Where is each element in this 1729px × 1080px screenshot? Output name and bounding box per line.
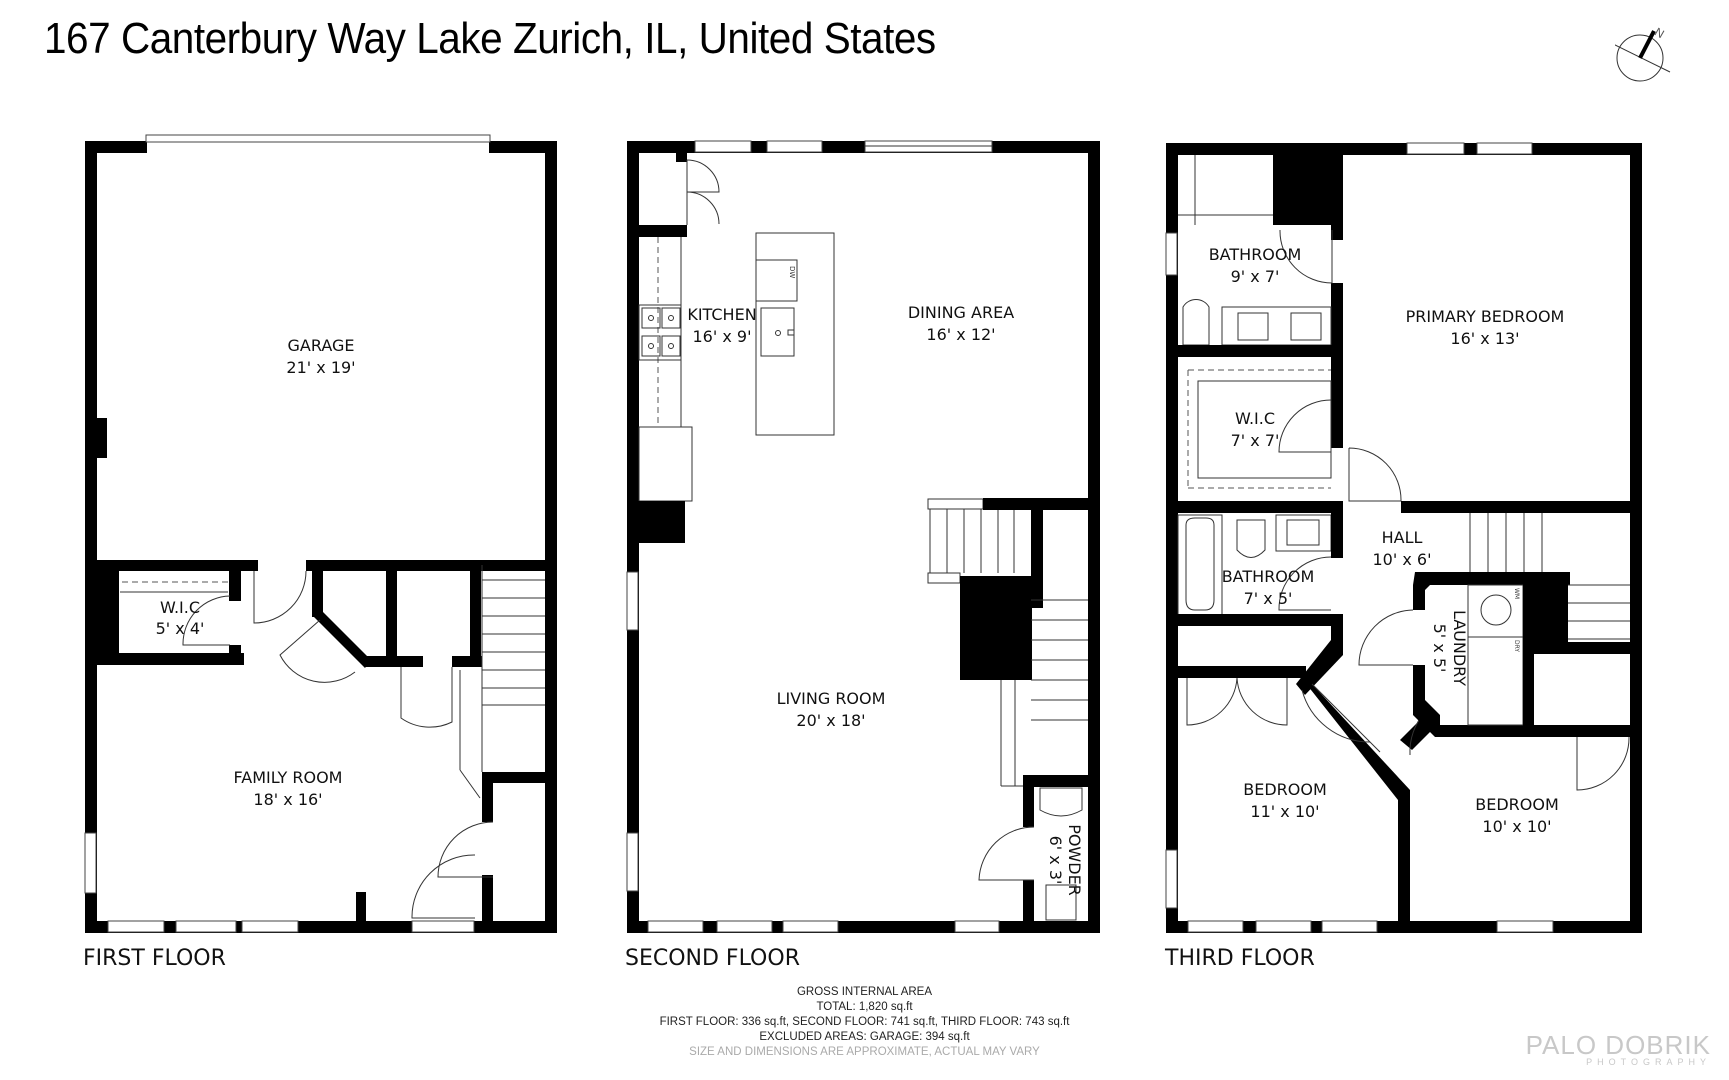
third-floor-plan: WM DRY — [1165, 142, 1642, 933]
brand-subtitle: PHOTOGRAPHY — [1586, 1057, 1711, 1067]
svg-text:5' x 4': 5' x 4' — [156, 619, 205, 638]
svg-text:10' x 10': 10' x 10' — [1482, 817, 1551, 836]
room-label-primary-bedroom: PRIMARY BEDROOM 16' x 13' — [1406, 307, 1565, 348]
compass-icon — [1615, 30, 1671, 82]
svg-text:W.I.C: W.I.C — [1235, 409, 1275, 428]
svg-text:LAUNDRY: LAUNDRY — [1450, 610, 1469, 686]
room-label-laundry: LAUNDRY 5' x 5' — [1430, 610, 1469, 686]
brand-name: PALO DOBRIK — [1525, 1030, 1711, 1060]
room-label-dining-area: DINING AREA 16' x 12' — [908, 303, 1014, 344]
svg-text:21' x 19': 21' x 19' — [286, 358, 355, 377]
area-heading: GROSS INTERNAL AREA — [796, 986, 933, 998]
area-total: TOTAL: 1,820 sq.ft — [816, 1001, 913, 1013]
room-label-bedroom-11x10: BEDROOM 11' x 10' — [1243, 780, 1327, 821]
photographer-logo: PALO DOBRIK PHOTOGRAPHY — [1526, 1030, 1711, 1067]
room-label-primary-bathroom: BATHROOM 9' x 7' — [1209, 245, 1302, 286]
property-address-title: 167 Canterbury Way Lake Zurich, IL, Unit… — [44, 14, 936, 63]
room-label-garage: GARAGE 21' x 19' — [286, 336, 355, 377]
svg-text:POWDER: POWDER — [1065, 824, 1084, 896]
svg-text:LIVING ROOM: LIVING ROOM — [777, 689, 886, 708]
svg-text:HALL: HALL — [1382, 528, 1423, 547]
svg-text:BEDROOM: BEDROOM — [1243, 780, 1327, 799]
svg-text:BATHROOM: BATHROOM — [1209, 245, 1302, 264]
svg-text:20' x 18': 20' x 18' — [796, 711, 865, 730]
svg-text:W.I.C: W.I.C — [160, 598, 200, 617]
svg-text:KITCHEN: KITCHEN — [687, 305, 756, 324]
room-label-hall: HALL 10' x 6' — [1373, 528, 1432, 569]
svg-text:11' x 10': 11' x 10' — [1250, 802, 1319, 821]
svg-text:10' x 6': 10' x 6' — [1373, 550, 1432, 569]
room-label-third-wic: W.I.C 7' x 7' — [1231, 409, 1280, 450]
room-label-first-wic: W.I.C 5' x 4' — [156, 598, 205, 638]
svg-text:GARAGE: GARAGE — [288, 336, 355, 355]
second-floor-plan: DW — [626, 140, 1100, 933]
svg-text:7' x 5': 7' x 5' — [1244, 589, 1293, 608]
svg-text:7' x 7': 7' x 7' — [1231, 431, 1280, 450]
svg-text:9' x 7': 9' x 7' — [1231, 267, 1280, 286]
dishwasher-label: DW — [788, 266, 796, 278]
floor-label-third: THIRD FLOOR — [1164, 946, 1315, 971]
room-label-powder: POWDER 6' x 3' — [1046, 824, 1084, 896]
svg-text:BEDROOM: BEDROOM — [1475, 795, 1559, 814]
svg-text:BATHROOM: BATHROOM — [1222, 567, 1315, 586]
svg-text:16' x 12': 16' x 12' — [926, 325, 995, 344]
svg-text:PRIMARY BEDROOM: PRIMARY BEDROOM — [1406, 307, 1565, 326]
room-label-living-room: LIVING ROOM 20' x 18' — [777, 689, 886, 730]
dryer-label: DRY — [1513, 640, 1520, 652]
svg-text:16' x 9': 16' x 9' — [693, 327, 752, 346]
washer-label: WM — [1513, 588, 1520, 599]
room-label-kitchen: KITCHEN 16' x 9' — [687, 305, 756, 346]
room-label-bedroom-10x10: BEDROOM 10' x 10' — [1475, 795, 1559, 836]
first-floor-plan — [84, 134, 557, 933]
area-disclaimer: SIZE AND DIMENSIONS ARE APPROXIMATE, ACT… — [689, 1046, 1040, 1058]
area-excluded: EXCLUDED AREAS: GARAGE: 394 sq.ft — [759, 1031, 970, 1043]
svg-text:5' x 5': 5' x 5' — [1430, 624, 1449, 673]
svg-text:18' x 16': 18' x 16' — [253, 790, 322, 809]
svg-text:DINING AREA: DINING AREA — [908, 303, 1014, 322]
svg-text:16' x 13': 16' x 13' — [1450, 329, 1519, 348]
room-label-family-room: FAMILY ROOM 18' x 16' — [234, 768, 343, 809]
svg-text:FAMILY ROOM: FAMILY ROOM — [234, 768, 343, 787]
area-summary: GROSS INTERNAL AREA TOTAL: 1,820 sq.ft F… — [0, 985, 1729, 1060]
svg-text:6' x 3': 6' x 3' — [1046, 836, 1065, 885]
area-by-floor: FIRST FLOOR: 336 sq.ft, SECOND FLOOR: 74… — [659, 1016, 1070, 1028]
floor-label-second: SECOND FLOOR — [625, 946, 800, 971]
floor-label-first: FIRST FLOOR — [83, 946, 226, 971]
room-label-second-bathroom: BATHROOM 7' x 5' — [1222, 567, 1315, 608]
